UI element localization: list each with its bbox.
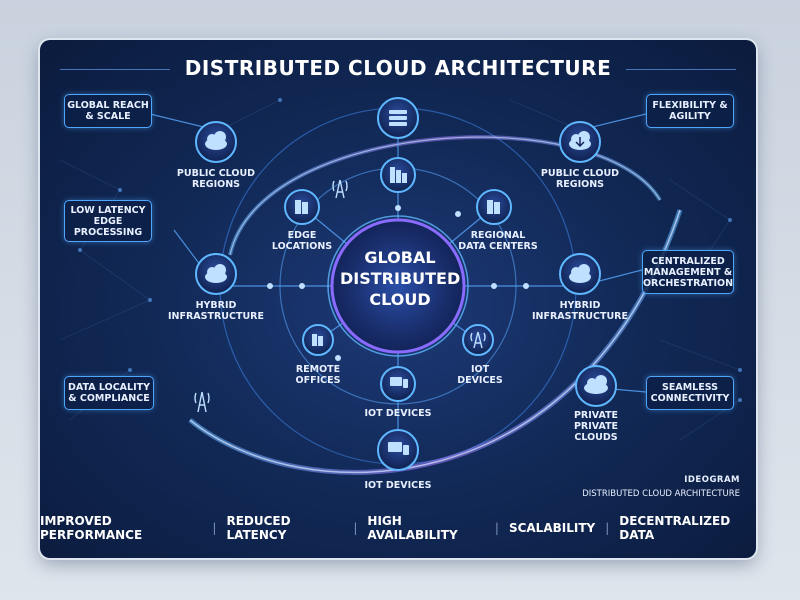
hub-label: GLOBAL DISTRIBUTED CLOUD [340, 247, 460, 310]
server-rack-icon [389, 110, 407, 126]
footer-item: DECENTRALIZED DATA [619, 514, 731, 542]
diagram-card: DISTRIBUTED CLOUD ARCHITECTURE GLOBAL DI… [40, 40, 756, 558]
label-hybrid-left: HYBRID INFRASTRUCTURE [168, 300, 264, 322]
footer-item: IMPROVED PERFORMANCE [40, 514, 143, 542]
footer-item: HIGH AVAILABILITY [367, 514, 458, 542]
label-iot-devices-center: IOT DEVICES [364, 408, 432, 419]
box-seamless: SEAMLESS CONNECTIVITY [646, 376, 734, 410]
label-hybrid-right: HYBRID INFRASTRUCTURE [532, 300, 628, 322]
footer-item: REDUCED LATENCY [226, 514, 291, 542]
box-data-locality: DATA LOCALITY & COMPLIANCE [64, 376, 154, 410]
label-iot-devices-bottom: IOT DEVICES [364, 480, 432, 491]
devices-icon [390, 377, 408, 388]
footer-separator: | [605, 521, 610, 535]
building-icon [295, 200, 308, 214]
hub-line-1: GLOBAL [364, 248, 436, 267]
title-rule-left [60, 69, 170, 70]
label-edge-locations: EDGE LOCATIONS [271, 230, 333, 252]
brand-block: IDEOGRAM DISTRIBUTED CLOUD ARCHITECTURE [580, 473, 740, 501]
label-iot-devices-small: IOT DEVICES [457, 364, 503, 386]
footer-separator: | [494, 521, 499, 535]
hub-line-2: DISTRIBUTED [340, 269, 461, 288]
title-rule-right [626, 69, 736, 70]
label-public-cloud-right: PUBLIC CLOUD REGIONS [540, 168, 620, 190]
box-global-reach: GLOBAL REACH & SCALE [64, 94, 152, 128]
cloud-icon [584, 375, 608, 394]
network-background [59, 97, 742, 475]
building-icon [390, 167, 407, 183]
label-remote-offices: REMOTE OFFICES [295, 364, 341, 386]
devices-icon [388, 442, 409, 455]
cloud-icon [205, 264, 227, 283]
footer-separator: | [212, 521, 217, 535]
cloud-icon [205, 131, 227, 150]
page-title: DISTRIBUTED CLOUD ARCHITECTURE [184, 56, 612, 80]
cell-tower-icon [470, 331, 486, 349]
brand-name: IDEOGRAM [684, 475, 740, 485]
label-public-cloud-left: PUBLIC CLOUD REGIONS [176, 168, 256, 190]
box-centralized: CENTRALIZED MANAGEMENT & ORCHESTRATION [642, 250, 734, 294]
cell-tower-icon [194, 391, 210, 413]
box-flexibility: FLEXIBILITY & AGILITY [646, 94, 734, 128]
cloud-icon [569, 264, 591, 283]
hub-circle [330, 218, 466, 354]
building-icon [312, 334, 323, 346]
label-regional-data-centers: REGIONAL DATA CENTERS [458, 230, 538, 252]
cell-tower-icon [332, 179, 348, 199]
building-icon [487, 200, 500, 214]
footer-item: SCALABILITY [508, 521, 596, 535]
cloud-download-icon [569, 131, 591, 150]
brand-caption: DISTRIBUTED CLOUD ARCHITECTURE [582, 489, 740, 499]
footer-separator: | [353, 521, 358, 535]
box-low-latency: LOW LATENCY EDGE PROCESSING [64, 200, 152, 242]
label-private-clouds: PRIVATE PRIVATE CLOUDS [573, 410, 619, 443]
hub-line-3: CLOUD [369, 290, 431, 309]
footer-benefits: IMPROVED PERFORMANCE | REDUCED LATENCY |… [40, 514, 756, 542]
